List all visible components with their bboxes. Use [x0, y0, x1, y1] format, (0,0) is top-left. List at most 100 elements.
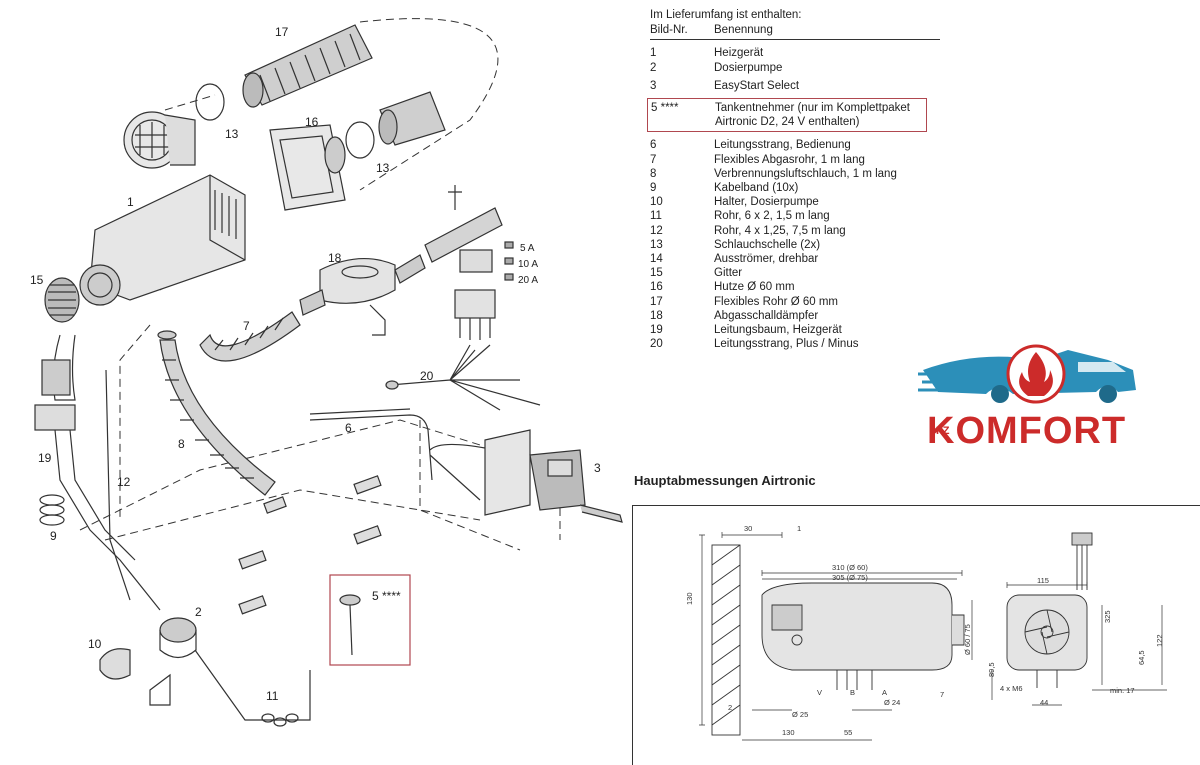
fuel-connectors	[238, 475, 382, 615]
easystart-select-3	[429, 429, 623, 523]
air-outlet-14	[123, 111, 196, 169]
highlight-number: 5 ****	[651, 102, 679, 115]
flexible-pipe-short	[378, 91, 446, 146]
part-number: 13	[650, 238, 663, 251]
label-17: 17	[275, 25, 289, 39]
part-name: Ausströmer, drehbar	[714, 253, 819, 266]
label-16: 16	[305, 115, 319, 129]
part-number: 14	[650, 253, 663, 266]
label-2: 2	[195, 605, 202, 619]
label-20: 20	[420, 369, 434, 383]
dim-30: 30	[744, 524, 752, 533]
part-name: Schlauchschelle (2x)	[714, 238, 821, 251]
dim-label-1: 1	[797, 524, 801, 533]
part-number: 16	[650, 281, 663, 294]
grille-15	[44, 277, 80, 323]
label-7: 7	[243, 319, 250, 333]
van-window	[1078, 362, 1126, 372]
flexible-pipe-17	[242, 24, 373, 108]
tank-sender-highlight-box	[329, 574, 411, 666]
dim-label-2: 2	[728, 703, 732, 712]
dim-310: 310 (Ø 60)	[832, 563, 868, 572]
part-number: 20	[650, 338, 663, 351]
combustion-air-hose-8	[157, 330, 276, 496]
part-number: 9	[650, 182, 657, 195]
parts-intro: Im Lieferumfang ist enthalten:	[650, 9, 802, 21]
wiring-harness-20	[385, 344, 541, 411]
label-15: 15	[30, 273, 44, 287]
label-12: 12	[117, 475, 131, 489]
dim-130-vertical: 130	[685, 592, 694, 605]
label-1: 1	[127, 195, 134, 209]
label-18: 18	[328, 251, 342, 265]
wheel-rear	[1099, 385, 1117, 403]
dim-122: 122	[1155, 634, 1164, 647]
wiring-harness-19	[34, 334, 161, 611]
dim-a: A	[882, 688, 887, 697]
clips-11	[261, 713, 299, 727]
hose-clamp-13a	[195, 83, 225, 121]
label-fuse-20a: 20 A	[518, 275, 538, 286]
highlight-line1: Tankentnehmer (nur im Komplettpaket	[715, 102, 910, 115]
label-9: 9	[50, 529, 57, 543]
exhaust-pipe-7	[199, 311, 301, 362]
part-name: Abgasschalldämpfer	[714, 309, 819, 322]
front-dimension-lines	[991, 582, 1167, 706]
heater-side-view	[761, 582, 965, 690]
part-name: Hutze Ø 60 mm	[714, 281, 795, 294]
label-13b: 13	[376, 161, 390, 175]
dim-44: 44	[1040, 698, 1048, 707]
fuse-holder	[454, 241, 514, 340]
part-name: Leitungsbaum, Heizgerät	[714, 324, 842, 337]
parts-list: Im Lieferumfang ist enthalten: Bild-Nr. …	[647, 8, 940, 351]
parts-row: 20 Leitungsstrang, Plus / Minus	[650, 337, 940, 351]
label-3: 3	[594, 461, 601, 475]
pipe-12	[105, 369, 131, 601]
part-name: Rohr, 6 x 2, 1,5 m lang	[714, 210, 830, 223]
part-name: Leitungsstrang, Plus / Minus	[714, 338, 859, 351]
wiring-harness-6	[309, 408, 433, 481]
tank-sender-highlight: 5 **** Tankentnehmer (nur im Komplettpak…	[647, 98, 927, 133]
dosing-pump-2	[159, 617, 197, 659]
dimensions-title: Hauptabmessungen Airtronic	[634, 473, 816, 488]
label-8: 8	[178, 437, 185, 451]
komfort-logo	[918, 344, 1136, 404]
dim-130: 130	[782, 728, 795, 737]
dim-b: B	[850, 688, 855, 697]
dimensions-frame	[632, 505, 1200, 765]
dim-v: V	[817, 688, 822, 697]
part-number: 8	[650, 167, 657, 180]
dim-325: 325	[1103, 610, 1112, 623]
col-name-header: Benennung	[714, 24, 773, 37]
dim-diameter-60-75: Ø 60 / 75	[963, 624, 972, 655]
exhaust-silencer-18	[299, 254, 426, 336]
part-number: 3	[650, 79, 657, 92]
tank-sender-5	[339, 594, 361, 656]
parts-row: 16 Hutze Ø 60 mm	[650, 280, 940, 294]
parts-row: 14 Ausströmer, drehbar	[650, 252, 940, 266]
dim-89-5: 89,5	[987, 662, 996, 677]
part-number: 19	[650, 324, 663, 337]
label-fuse-10a: 10 A	[518, 259, 538, 270]
exploded-view-diagram: 17 13 16 13 1 15 18 7 20 6 8 3 19 12 9 2…	[30, 18, 623, 727]
dim-diameter-25: Ø 25	[792, 710, 808, 719]
pipe-11	[194, 649, 311, 721]
label-10: 10	[88, 637, 102, 651]
dim-diameter-24: Ø 24	[884, 698, 900, 707]
speed-lines	[918, 372, 958, 392]
heater-unit-1	[79, 174, 246, 306]
dim-7: 7	[940, 690, 944, 699]
label-fuse-5a: 5 A	[520, 243, 535, 254]
part-name: Heizgerät	[714, 47, 764, 60]
hose-clamp-13b	[345, 121, 375, 159]
